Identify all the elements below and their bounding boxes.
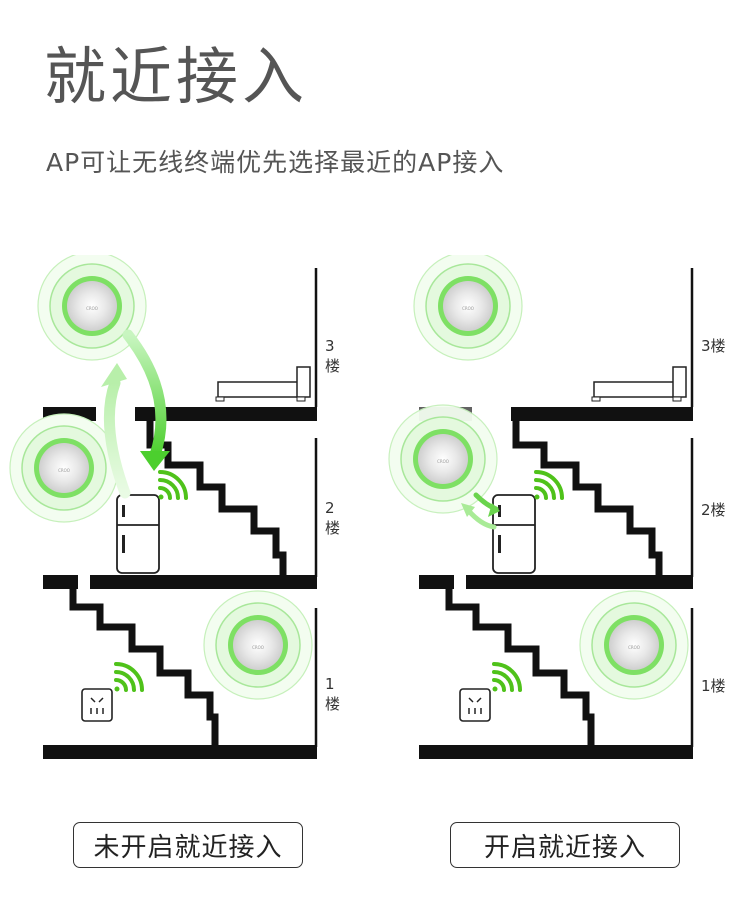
refrigerator-icon [492, 494, 536, 574]
page-subtitle: AP可让无线终端优先选择最近的AP接入 [46, 148, 505, 177]
svg-text:CROO: CROO [86, 306, 98, 311]
power-socket-icon [459, 688, 491, 722]
svg-text:CROO: CROO [628, 645, 640, 650]
access-point-icon: CROO [388, 404, 498, 514]
wifi-signal-icon [114, 662, 144, 692]
building-diagram-right: CROO CROO CROO [388, 255, 694, 759]
building-diagram-left: CROO CROO CROO [9, 255, 318, 759]
access-point-icon: CROO [203, 590, 313, 700]
wifi-signal-icon [158, 470, 188, 500]
nearest-access-disabled-button[interactable]: 未开启就近接入 [73, 822, 303, 868]
wifi-signal-icon [492, 662, 522, 692]
floor-label-3: 3楼 [325, 337, 341, 375]
floor-label-3: 3楼 [701, 337, 726, 355]
access-point-icon: CROO [413, 255, 523, 361]
svg-text:CROO: CROO [462, 306, 474, 311]
access-point-icon: CROO [9, 413, 119, 523]
nearest-access-enabled-button[interactable]: 开启就近接入 [450, 822, 680, 868]
page-title: 就近接入 [44, 40, 309, 113]
power-socket-icon [81, 688, 113, 722]
floor-label-2: 2楼 [701, 501, 726, 519]
bed-icon [591, 366, 687, 402]
access-point-icon: CROO [579, 590, 689, 700]
floor-label-2: 2楼 [325, 499, 341, 537]
floor-label-1: 1楼 [701, 677, 726, 695]
floor-label-1: 1楼 [325, 675, 341, 713]
access-point-icon: CROO [37, 255, 147, 361]
arrow-icon [101, 329, 170, 499]
svg-text:CROO: CROO [437, 459, 449, 464]
arrow-icon [461, 492, 500, 530]
svg-text:CROO: CROO [252, 645, 264, 650]
diagram-without-nearest-access: CROO CROO CROO [0, 255, 340, 775]
wifi-signal-icon [534, 470, 564, 500]
svg-text:CROO: CROO [58, 468, 70, 473]
bed-icon [215, 366, 311, 402]
refrigerator-icon [116, 494, 160, 574]
diagram-with-nearest-access: CROO CROO CROO [376, 255, 746, 775]
